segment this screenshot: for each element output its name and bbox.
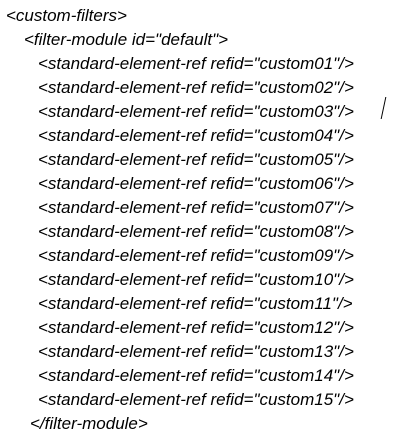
element-ref-line: <standard-element-ref refid="custom09"/> xyxy=(38,246,354,265)
element-ref-line: <standard-element-ref refid="custom02"/> xyxy=(38,78,354,97)
element-ref-line: <standard-element-ref refid="custom04"/> xyxy=(38,126,354,145)
element-ref-line: <standard-element-ref refid="custom15"/> xyxy=(38,390,354,409)
element-ref-line: <standard-element-ref refid="custom14"/> xyxy=(38,366,354,385)
filter-module-close-tag: </filter-module> xyxy=(30,414,148,433)
element-ref-line: <standard-element-ref refid="custom05"/> xyxy=(38,150,354,169)
element-ref-line: <standard-element-ref refid="custom13"/> xyxy=(38,342,354,361)
text-cursor xyxy=(380,97,387,119)
element-ref-line: <standard-element-ref refid="custom07"/> xyxy=(38,198,354,217)
custom-filters-open-tag: <custom-filters> xyxy=(6,6,127,25)
element-ref-line: <standard-element-ref refid="custom06"/> xyxy=(38,174,354,193)
filter-module-open-tag: <filter-module id="default"> xyxy=(24,30,229,49)
element-ref-line: <standard-element-ref refid="custom03"/> xyxy=(38,102,354,121)
element-ref-line: <standard-element-ref refid="custom11"/> xyxy=(38,294,353,313)
element-ref-line: <standard-element-ref refid="custom08"/> xyxy=(38,222,354,241)
element-ref-line: <standard-element-ref refid="custom12"/> xyxy=(38,318,354,337)
element-ref-line: <standard-element-ref refid="custom10"/> xyxy=(38,270,354,289)
element-ref-line: <standard-element-ref refid="custom01"/> xyxy=(38,54,354,73)
